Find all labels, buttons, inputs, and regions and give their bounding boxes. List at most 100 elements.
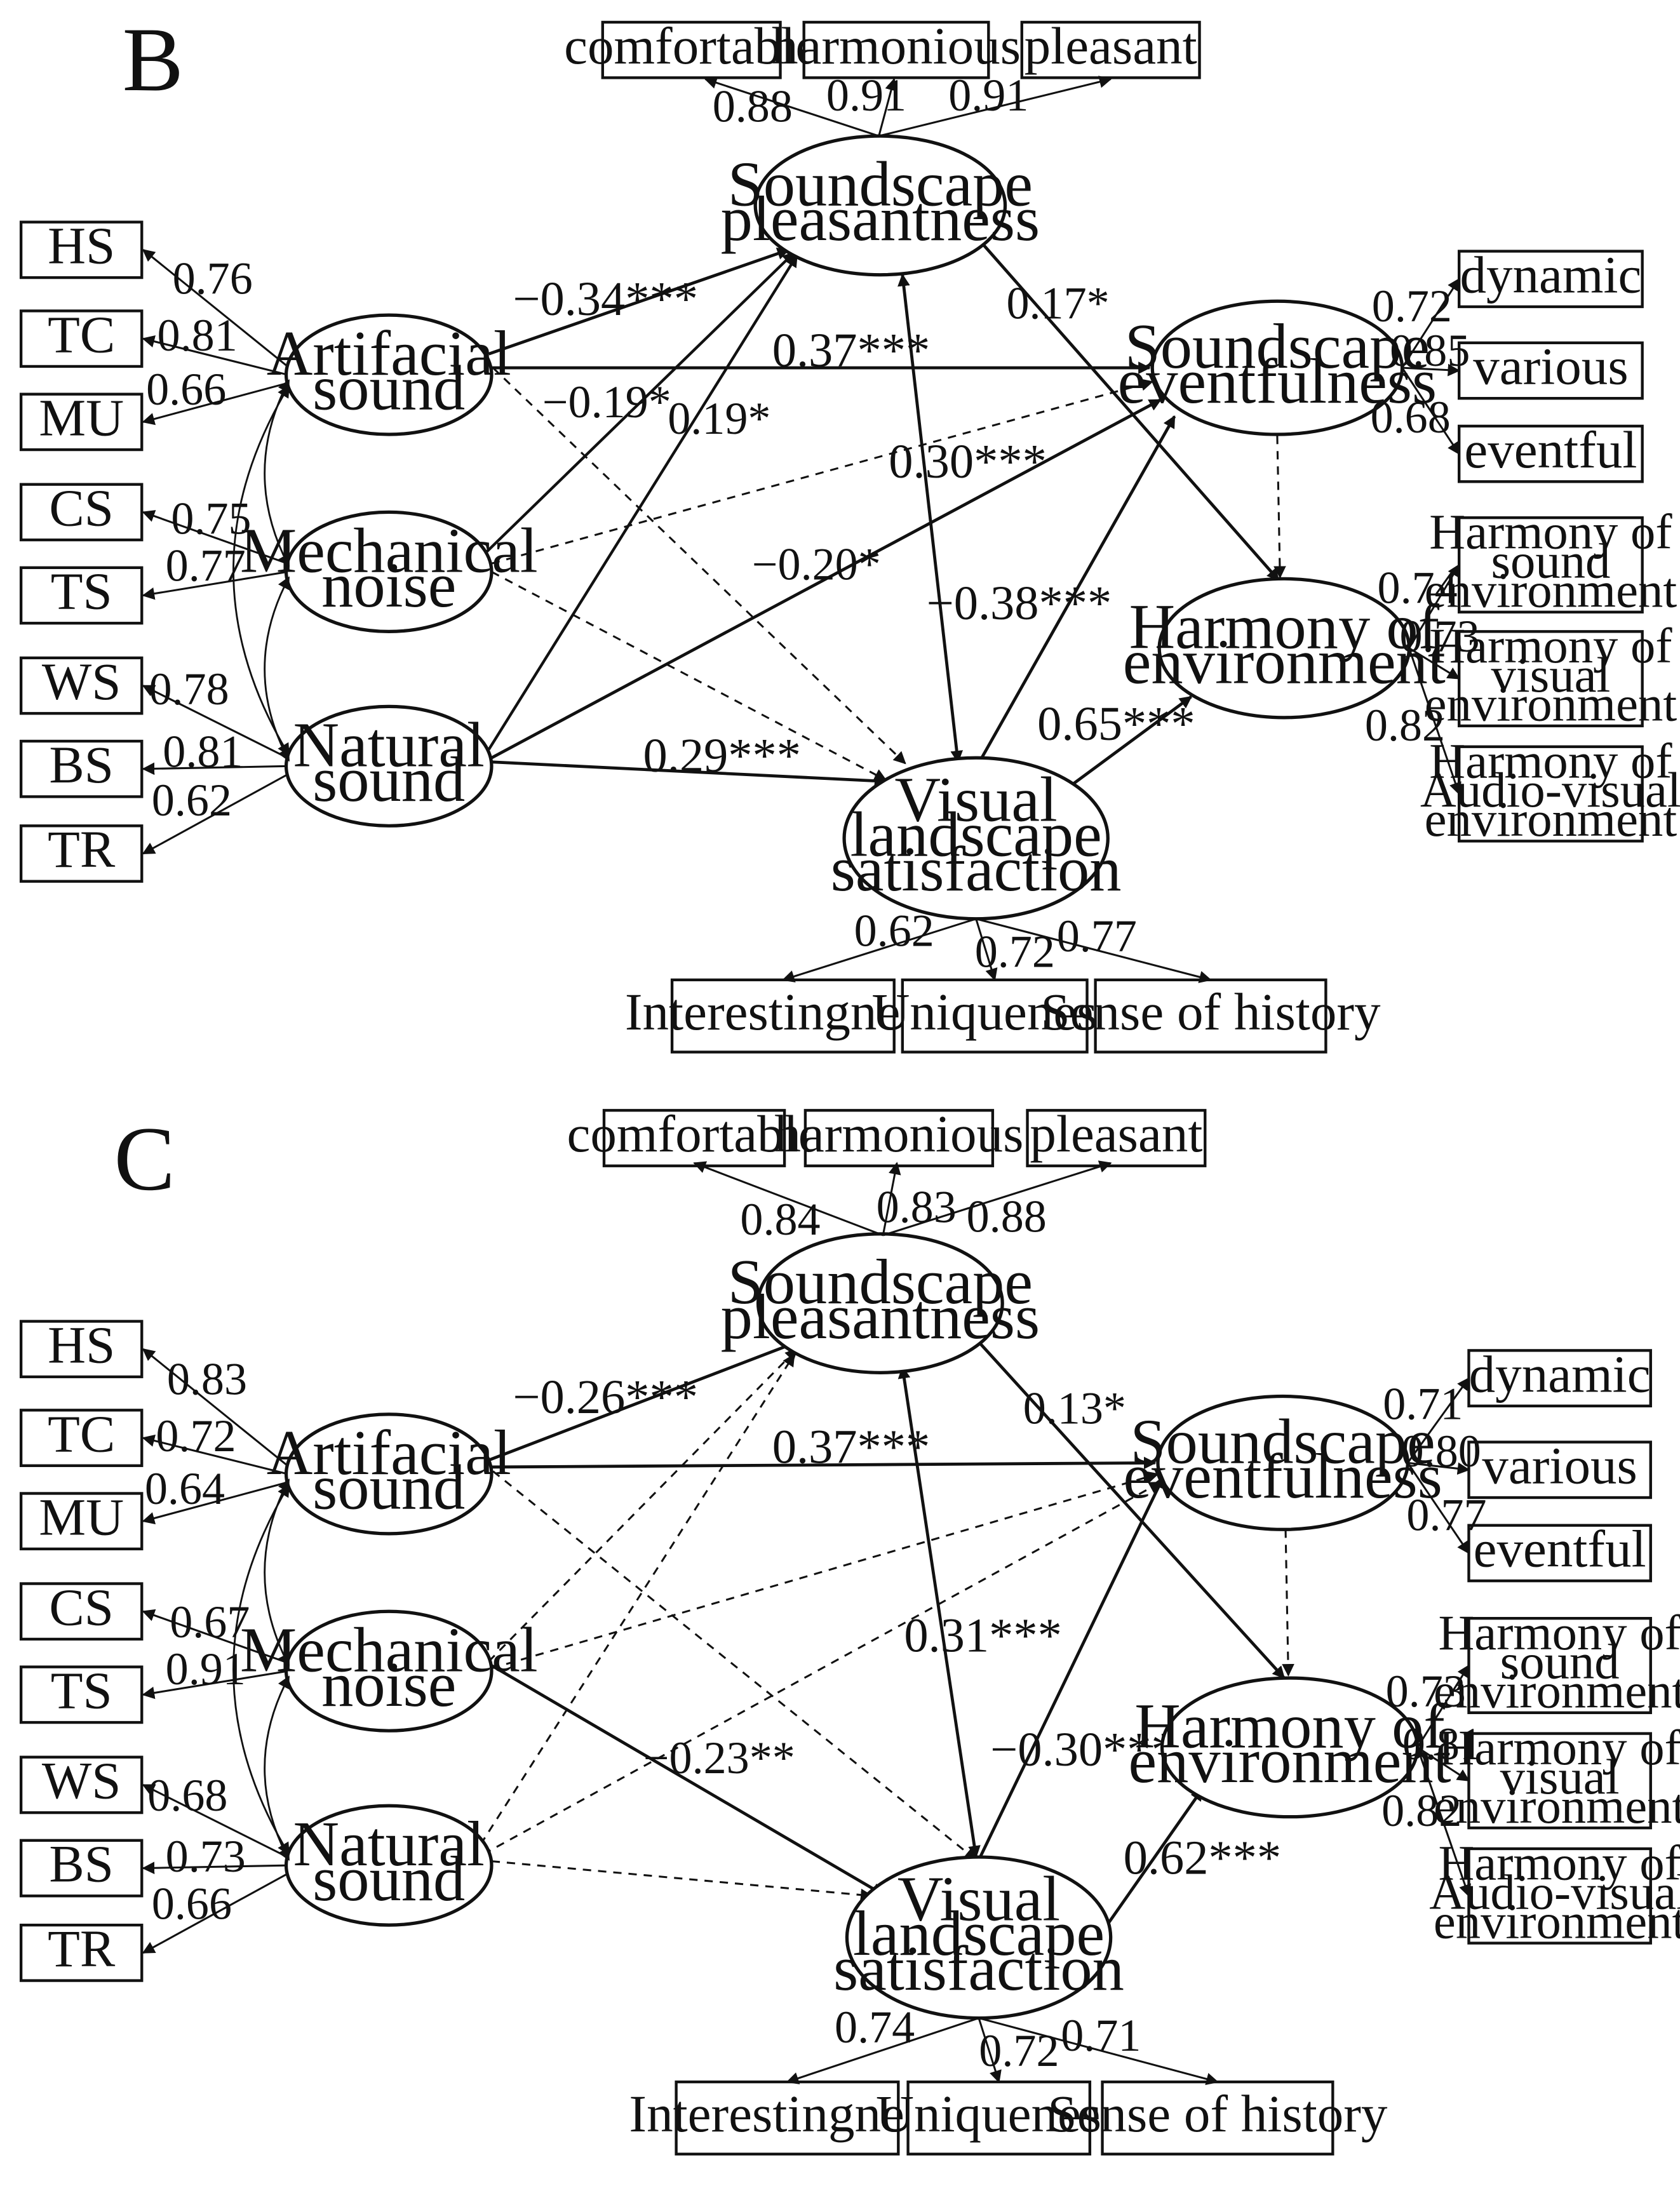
mechanical-indicator-TS-label: TS [51,562,112,620]
artificial-indicator-HS-label: HS [48,1315,115,1374]
pleasantness-loading-arrow-2 [878,76,1112,137]
artificial-indicator-MU-box [19,392,144,452]
natural-indicator-BS-box [19,1839,144,1898]
harmony-loading-2: 0.82 [1381,1785,1462,1836]
pleasantness-loading-0: 0.84 [740,1194,820,1245]
pleasantness-loading-2: 0.91 [948,70,1028,121]
nat-to-eventfulness-ns-arrow [483,1481,1162,1856]
eventfulness-loading-2: 0.77 [1406,1490,1486,1541]
natural-indicator-TR-box [19,824,144,883]
mechanical-indicator-CS-label: CS [49,479,114,537]
artificial-loading-arrow-1 [142,1434,288,1475]
pleasantness-indicator-harmonious-box [802,20,990,79]
harmony-loading-0: 0.73 [1386,1666,1466,1717]
natural-loading-2: 0.62 [152,775,232,826]
natural-indicator-TR-label: TR [48,820,116,878]
eventfulness-to-harmony-ns-arrow [1273,436,1286,579]
artificial-loading-arrow-0 [142,1348,288,1466]
pleasantness-to-harmony-arrow [979,1342,1286,1679]
panel-label: C [114,1108,175,1210]
artificial-indicator-HS-box [19,220,144,279]
natural-indicator-WS-label: WS [42,1752,121,1810]
eventfulness-loading-arrow-1 [1408,1461,1470,1475]
harmony-loading-arrow-1 [1416,1747,1470,1782]
harmony-indicator-1-box [1458,630,1644,728]
visual-to-harmony-arrow [1068,695,1192,789]
mechanical-loading-arrow-1 [142,570,288,600]
harmony-indicator-0-box [1458,516,1644,614]
harmony-loading-arrow-0 [1416,1664,1470,1748]
pleasantness-loading-arrow-1 [878,77,897,137]
natural-loading-1: 0.73 [166,1831,246,1882]
artificial-latent-label: Artifacialsound [267,318,511,424]
natural-loading-arrow-2 [142,774,288,855]
visual-indicator-Sense of history-label: Sense of history [1047,2084,1388,2143]
visual-indicator-Uniqueness-label: Uniqueness [876,2084,1122,2143]
mechanical-indicator-TS-box [19,1665,144,1724]
pleasantness-latent-label: Soundscapepleasantness [721,1246,1040,1352]
eventfulness-indicator-eventful-label: eventful [1474,1520,1646,1578]
visual-loading-arrow-2 [976,918,1212,983]
visual-indicator-Sense of history-label: Sense of history [1040,982,1381,1041]
art-to-pleasantness-coefficient: −0.26*** [513,1370,698,1424]
visual-to-eventfulness-arrow [979,1475,1165,1858]
art-to-eventfulness-coefficient: 0.37*** [772,323,931,377]
nat-to-pleasantness-coefficient: 0.19* [668,393,770,444]
visual-indicator-Interestingness-label: Interestingness [629,2084,945,2143]
visual-loading-2: 0.71 [1061,2010,1141,2061]
pleasantness-indicator-comfortable-label: comfortable [567,1104,821,1163]
artificial-indicator-TC-label: TC [48,305,115,363]
visual-latent-label: Visuallandscapesatisfaction [831,764,1122,904]
pleasantness-indicator-pleasant-box [1020,20,1201,79]
harmony-indicator-0-box [1467,1616,1652,1714]
natural-loading-1: 0.81 [163,727,243,777]
mech-to-visual-ns-arrow [491,571,887,781]
visual-latent-label: Visuallandscapesatisfaction [833,1863,1124,2004]
visual-to-harmony-coefficient: 0.65*** [1037,697,1195,751]
natural-loading-arrow-0 [142,1784,288,1858]
natural-indicator-TR-label: TR [48,1919,116,1978]
pleasantness-loading-arrow-2 [882,1160,1112,1237]
eventfulness-indicator-various-label: various [1482,1437,1637,1495]
eventfulness-indicator-dynamic-box [1467,1349,1652,1407]
mech-to-pleasantness-coefficient: −0.19* [542,377,671,427]
mechanical-loading-arrow-1 [142,1670,288,1700]
panel-b: B−0.34***0.37***−0.19*0.19*0.30***0.17*−… [19,9,1680,1054]
art-to-pleasantness-arrow [488,1340,798,1462]
natural-loading-arrow-2 [142,1872,288,1954]
mech-to-visual-coefficient: −0.23** [643,1733,795,1783]
eventfulness-loading-1: 0.85 [1390,325,1470,376]
mech-to-visual-arrow [490,1664,884,1896]
nat-to-visual-ns-arrow [491,1860,873,1901]
pleasantness-indicator-harmonious-label: harmonious [772,17,1021,75]
harmony-indicator-2-box [1467,1847,1652,1945]
eventfulness-loading-arrow-2 [1407,1462,1470,1555]
visual-indicator-Uniqueness-label: Uniqueness [871,982,1117,1041]
harmony-loading-0: 0.74 [1378,563,1458,614]
mechanical-loading-0: 0.75 [171,493,251,544]
eventfulness-loading-1: 0.80 [1401,1426,1481,1477]
artificial-loading-arrow-2 [142,1481,288,1525]
eventfulness-latent-label: Soundscapeeventfulness [1118,311,1437,417]
cov-artificial-natural [232,1484,290,1856]
art-to-eventfulness-coefficient: 0.37*** [772,1419,931,1473]
mechanical-indicator-CS-label: CS [49,1578,114,1636]
visual-to-harmony-arrow [1103,1788,1204,1929]
mechanical-indicator-TS-label: TS [51,1661,112,1720]
visual-loading-arrow-1 [975,918,998,981]
natural-indicator-WS-box [19,1755,144,1814]
mechanical-latent-label: Mechanicalnoise [240,514,538,620]
artificial-indicator-MU-box [19,1492,144,1551]
natural-indicator-WS-box [19,656,144,715]
artificial-latent-label: Artifacialsound [267,1417,511,1523]
harmony-loading-arrow-0 [1408,563,1460,649]
artificial-indicator-HS-label: HS [48,217,115,275]
eventfulness-indicator-eventful-label: eventful [1464,420,1637,479]
mechanical-indicator-TS-box [19,566,144,625]
eventfulness-to-harmony-ns-arrow [1282,1529,1294,1677]
eventfulness-indicator-various-box [1458,341,1644,400]
visual-loading-arrow-0 [786,2017,979,2084]
harmony-loading-arrow-1 [1408,647,1460,680]
